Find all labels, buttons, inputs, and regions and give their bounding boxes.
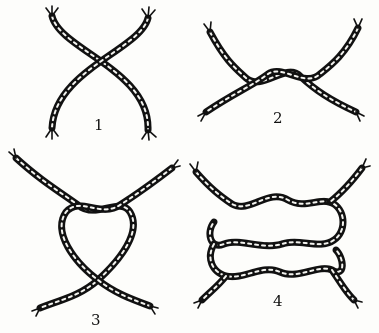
panel-4-rope-top-strands: [196, 172, 343, 246]
panel-4-rope-top: [196, 172, 343, 246]
step-label-4: 4: [273, 294, 283, 309]
panel-3-rope-b-strands: [62, 168, 172, 306]
step-label-2: 2: [273, 111, 283, 126]
panel-4-finished-knot: [190, 159, 370, 308]
panel-2-twisted-knot: [198, 19, 364, 121]
panel-3-rope-b: [62, 168, 172, 306]
step-label-1: 1: [94, 118, 104, 133]
step-label-3: 3: [91, 313, 101, 328]
panel-4-rope-bottom: [210, 244, 342, 277]
panel-3-rope-a-strands: [16, 158, 133, 308]
panel-3-heart-loop: [9, 149, 180, 316]
panel-3-rope-a: [16, 158, 133, 308]
